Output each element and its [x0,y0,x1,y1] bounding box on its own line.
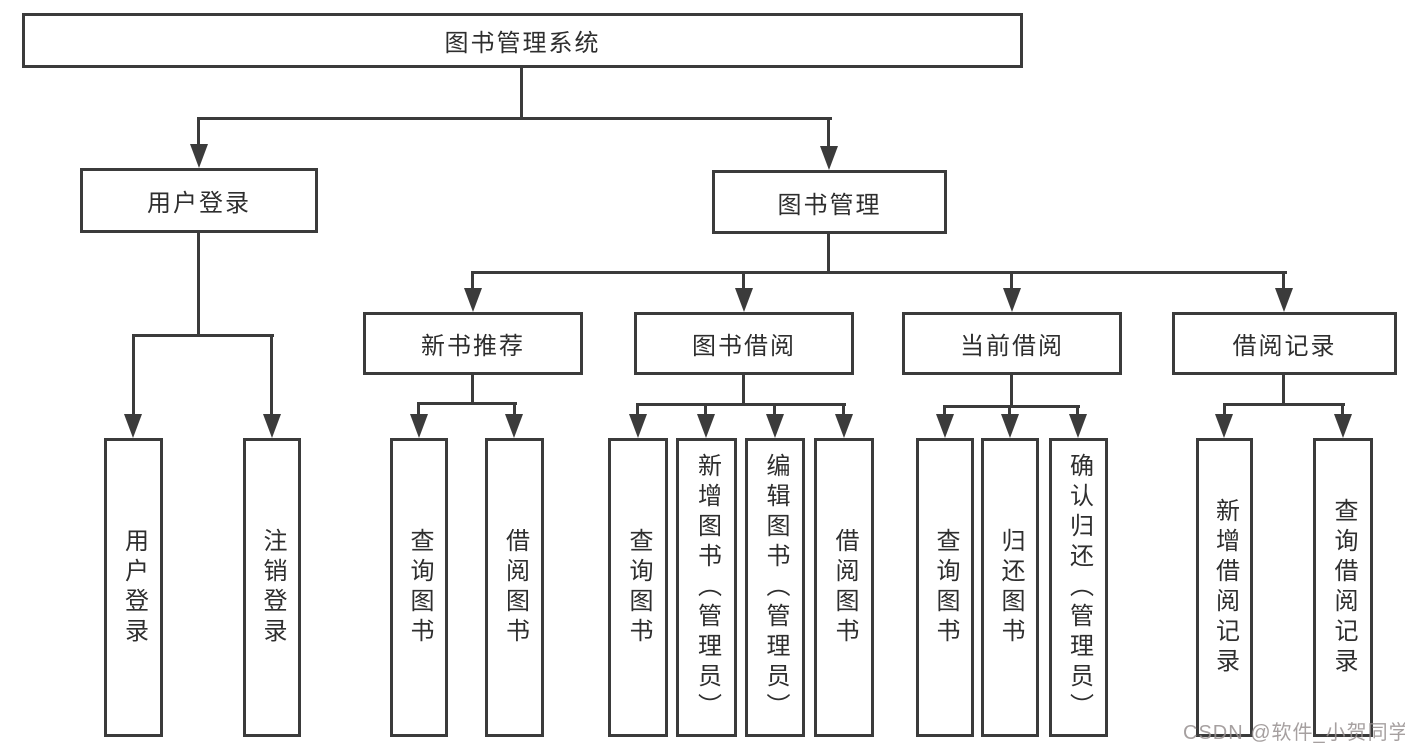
leaf-query-books-recommend: 查询图书 [390,438,448,737]
connector-current-riser [1010,375,1013,407]
node-label: 借阅记录 [1232,333,1337,360]
connector-drop-login [132,334,135,416]
arrowhead-down-icon [263,414,281,438]
node-user-login: 用户登录 [80,168,318,233]
leaf-user-login: 用户登录 [104,438,163,737]
node-book-borrow: 图书借阅 [634,312,854,375]
leaf-query-books: 查询图书 [608,438,668,737]
connector-drop-new-rec [471,271,474,289]
connector-new-rec-riser [471,375,474,404]
leaf-confirm-return-admin: 确认归还（管理员） [1049,438,1108,737]
leaf-label: 查询图书 [932,527,959,648]
connector-drop [773,403,776,416]
arrowhead-down-icon [766,414,784,438]
node-current-borrow: 当前借阅 [902,312,1122,375]
node-label: 用户登录 [147,190,251,217]
leaf-borrow-books: 借阅图书 [814,438,874,737]
connector-drop-current [1010,271,1013,289]
leaf-borrow-books-recommend: 借阅图书 [485,438,544,737]
arrowhead-down-icon [1334,414,1352,438]
node-label: 新书推荐 [421,333,525,360]
leaf-label: 查询图书 [406,527,433,648]
leaf-query-borrow-record: 查询借阅记录 [1313,438,1373,737]
connector-user-login-riser [197,233,200,336]
connector-records-rail [1223,403,1345,406]
arrowhead-down-icon [820,146,838,170]
connector-book-mgmt-riser [827,234,830,274]
arrowhead-down-icon [936,414,954,438]
leaf-label: 注销登录 [259,527,286,648]
connector-drop [1223,403,1226,416]
leaf-label: 用户登录 [120,527,148,648]
leaf-label: 查询借阅记录 [1330,497,1357,678]
connector-records-riser [1282,375,1285,405]
arrowhead-down-icon [835,414,853,438]
connector-level2-rail [198,117,832,120]
csdn-watermark: CSDN @软件_小贺同学 [1183,722,1405,744]
node-label: 图书管理 [777,191,882,219]
leaf-return-books: 归还图书 [981,438,1039,737]
connector-drop [513,402,516,416]
connector-level3-rail [471,271,1287,274]
leaf-logout: 注销登录 [243,438,301,737]
leaf-label: 编辑图书（管理员） [762,452,789,723]
connector-root-riser [520,68,523,119]
leaf-label: 新增图书（管理员） [693,452,721,723]
connector-drop-book-management [827,117,830,149]
connector-user-login-rail [132,334,274,337]
arrowhead-down-icon [124,414,142,438]
node-label: 图书借阅 [692,333,796,360]
connector-drop-records [1282,271,1285,289]
node-root-library-system: 图书管理系统 [22,13,1023,68]
leaf-label: 确认归还（管理员） [1065,452,1093,723]
leaf-query-books-current: 查询图书 [916,438,974,737]
node-book-management: 图书管理 [712,170,947,234]
leaf-label: 查询图书 [625,527,652,648]
connector-new-rec-rail [417,402,517,405]
leaf-add-borrow-record: 新增借阅记录 [1196,438,1253,737]
connector-borrow-riser [742,375,745,405]
arrowhead-down-icon [190,144,208,168]
connector-drop [1076,405,1079,416]
connector-drop-borrow [742,271,745,289]
connector-drop [636,403,639,416]
node-borrow-records: 借阅记录 [1172,312,1397,375]
node-new-book-recommend: 新书推荐 [363,312,583,375]
arrowhead-down-icon [697,414,715,438]
arrowhead-down-icon [1001,414,1019,438]
node-label: 图书管理系统 [444,30,601,57]
connector-current-rail [943,405,1080,408]
connector-borrow-rail [636,403,846,406]
connector-drop [417,402,420,416]
connector-drop-logout [270,334,273,416]
arrowhead-down-icon [505,414,523,438]
leaf-label: 归还图书 [997,527,1024,648]
arrowhead-down-icon [1069,414,1087,438]
connector-drop [1341,403,1344,416]
arrowhead-down-icon [1275,288,1293,312]
arrowhead-down-icon [464,288,482,312]
connector-drop [842,403,845,416]
arrowhead-down-icon [1215,414,1233,438]
leaf-edit-books-admin: 编辑图书（管理员） [745,438,805,737]
leaf-label: 借阅图书 [831,527,858,648]
connector-drop [943,405,946,416]
arrowhead-down-icon [1003,288,1021,312]
connector-drop-user-login [197,117,200,147]
arrowhead-down-icon [629,414,647,438]
leaf-label: 借阅图书 [501,527,529,648]
node-label: 当前借阅 [960,333,1064,360]
connector-drop [704,403,707,416]
leaf-add-books-admin: 新增图书（管理员） [676,438,737,737]
arrowhead-down-icon [410,414,428,438]
connector-drop [1008,405,1011,416]
arrowhead-down-icon [735,288,753,312]
leaf-label: 新增借阅记录 [1211,497,1239,678]
